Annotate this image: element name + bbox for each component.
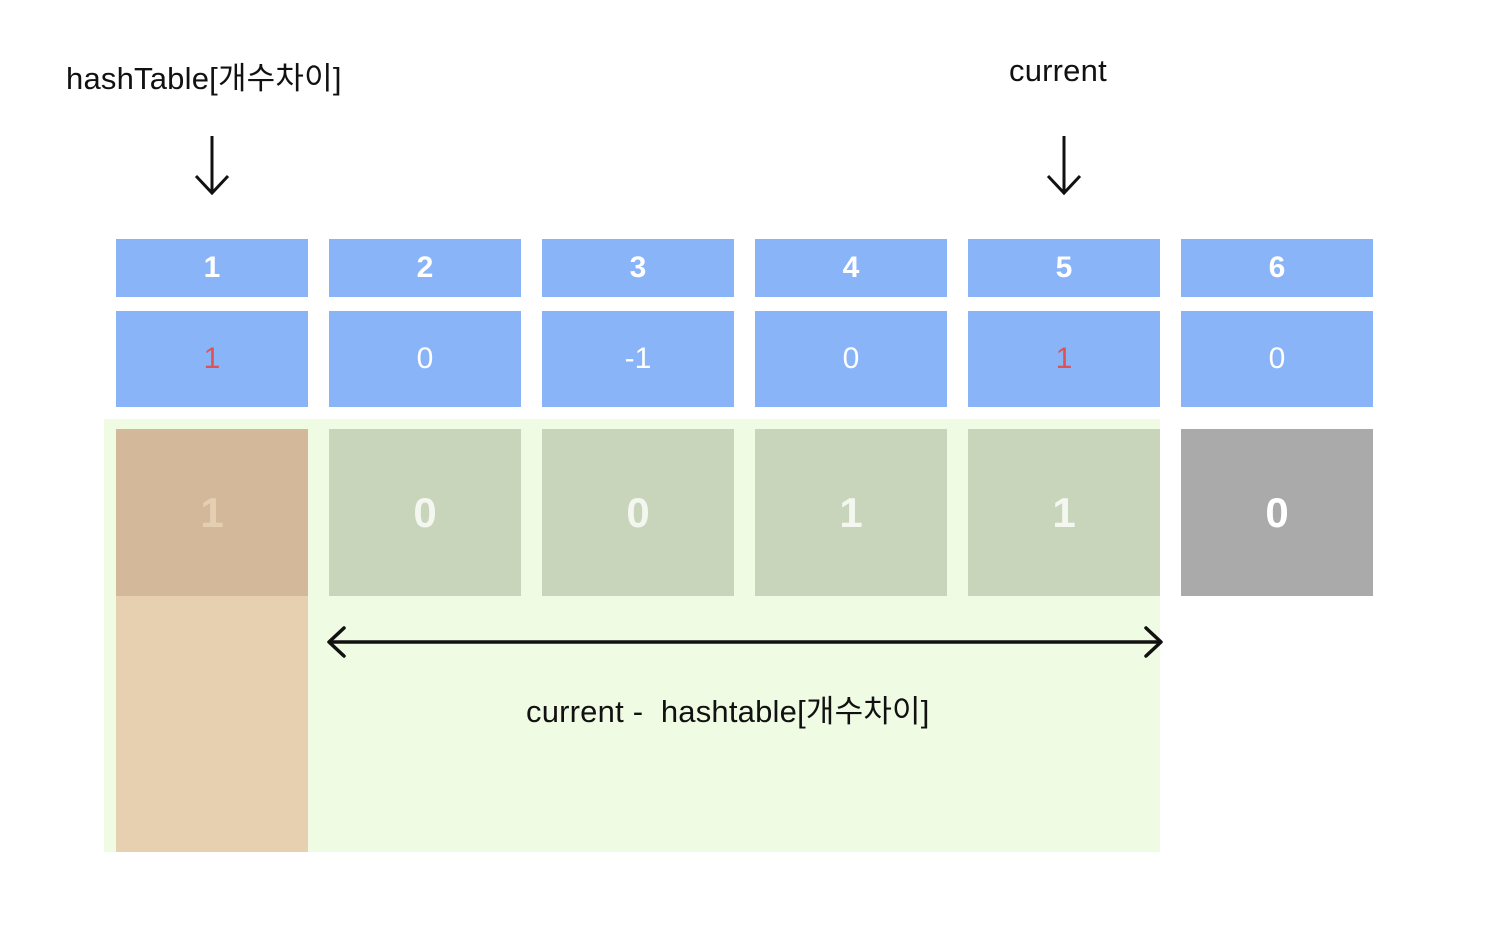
index-cell-1: 1 (116, 239, 308, 297)
arrow-down-icon (194, 136, 230, 196)
arrow-down-icon (1046, 136, 1082, 196)
index-cell-2: 2 (329, 239, 521, 297)
bit-cell-2: 0 (329, 429, 521, 596)
difference-cell-1: 1 (116, 311, 308, 407)
bit-cell-3: 0 (542, 429, 734, 596)
bit-cell-6: 0 (1181, 429, 1373, 596)
index-cell-6: 6 (1181, 239, 1373, 297)
hashtable-pointer-label: hashTable[개수차이] (66, 61, 342, 96)
current-pointer-label: current (1009, 53, 1107, 88)
range-label: current - hashtable[개수차이] (526, 694, 930, 729)
index-cell-5: 5 (968, 239, 1160, 297)
difference-cell-6: 0 (1181, 311, 1373, 407)
difference-cell-5: 1 (968, 311, 1160, 407)
bit-cell-5: 1 (968, 429, 1160, 596)
index-cell-4: 4 (755, 239, 947, 297)
bit-cell-4: 1 (755, 429, 947, 596)
difference-cell-2: 0 (329, 311, 521, 407)
bit-cell-1: 1 (116, 429, 308, 596)
double-arrow-icon (327, 626, 1163, 658)
difference-cell-3: -1 (542, 311, 734, 407)
difference-cell-4: 0 (755, 311, 947, 407)
index-cell-3: 3 (542, 239, 734, 297)
